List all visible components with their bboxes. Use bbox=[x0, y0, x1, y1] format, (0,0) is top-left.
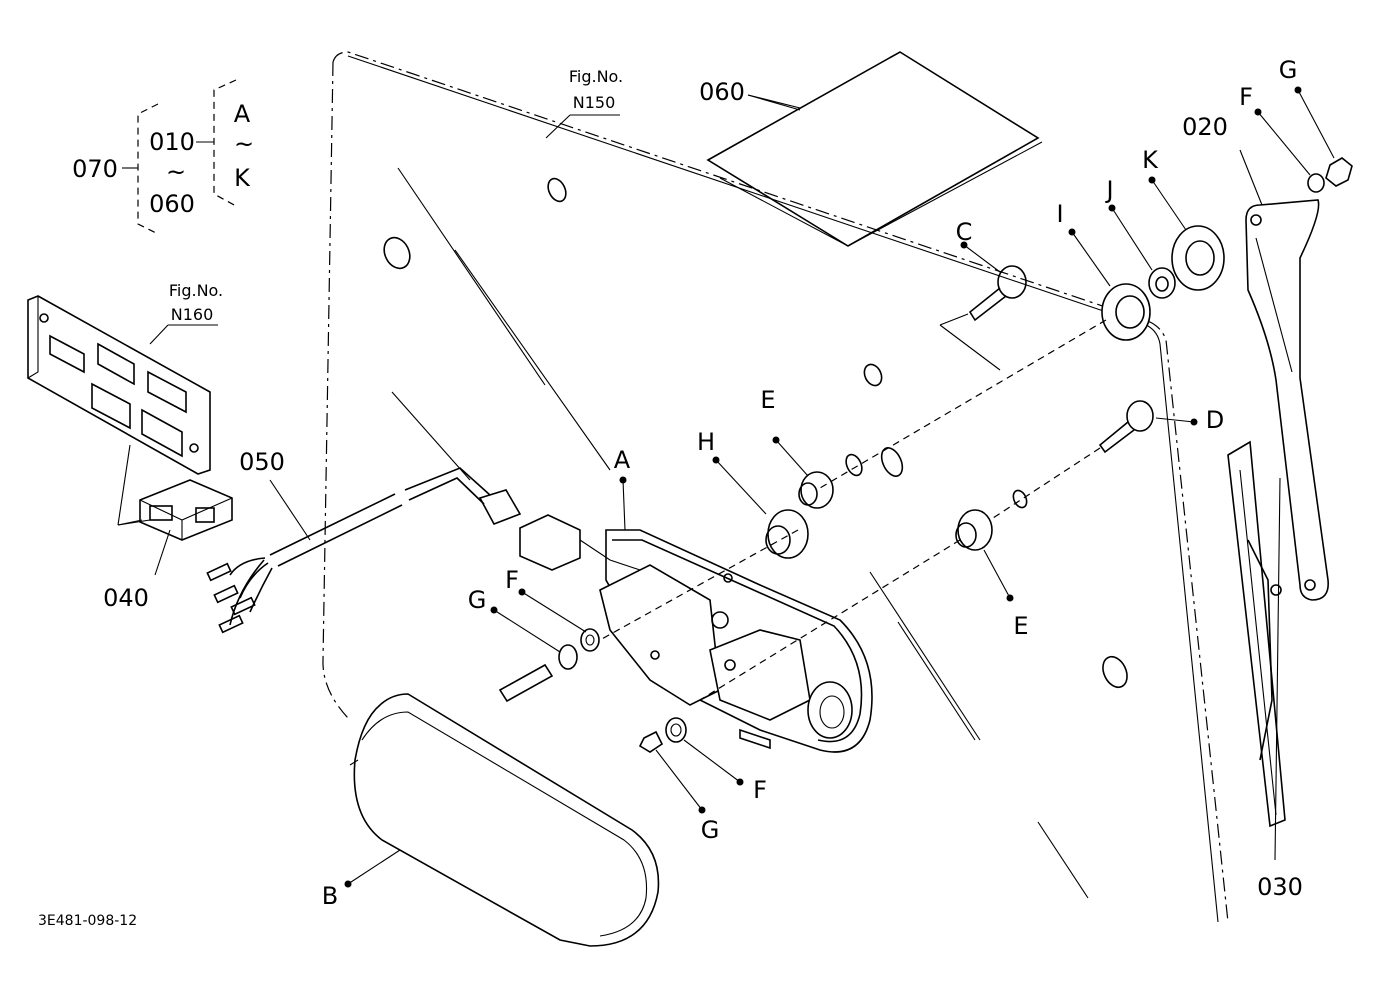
part-070-label[interactable]: 070 bbox=[72, 155, 118, 183]
part-e-label-bottom[interactable]: E bbox=[1013, 612, 1028, 640]
part-c-label[interactable]: C bbox=[956, 218, 973, 246]
small-parts bbox=[498, 628, 687, 753]
motor-cover bbox=[349, 693, 660, 947]
range-tilde-parts: ~ bbox=[166, 158, 186, 186]
leader-lines bbox=[149, 94, 1281, 861]
callout-markers bbox=[344, 86, 1335, 888]
glass-panel bbox=[322, 51, 1229, 923]
part-g-label-top[interactable]: G bbox=[1279, 56, 1298, 84]
fig-no-label-n160: Fig.No. bbox=[169, 281, 223, 300]
part-g-label-left[interactable]: G bbox=[468, 586, 487, 614]
bolts bbox=[968, 265, 1154, 454]
wiper-blade bbox=[1227, 440, 1286, 828]
rocker-switch bbox=[117, 479, 233, 541]
range-tilde-letters: ~ bbox=[234, 130, 254, 158]
grommets bbox=[765, 471, 993, 559]
part-040-label[interactable]: 040 bbox=[103, 584, 149, 612]
part-e-label-top[interactable]: E bbox=[760, 386, 775, 414]
part-k-label[interactable]: K bbox=[1142, 146, 1159, 174]
range-start-a: A bbox=[234, 100, 251, 128]
part-020-label[interactable]: 020 bbox=[1182, 113, 1228, 141]
labels: Fig.No. N150 Fig.No. N160 060 070 010 ~ … bbox=[38, 56, 1303, 929]
part-g-label-bottom[interactable]: G bbox=[701, 816, 720, 844]
fig-ref-n150[interactable]: N150 bbox=[573, 93, 616, 112]
washers bbox=[1101, 157, 1353, 341]
part-b-label[interactable]: B bbox=[322, 882, 338, 910]
wiper-arm bbox=[1245, 199, 1329, 601]
wiper-motor bbox=[599, 529, 873, 753]
part-f-label-bottom[interactable]: F bbox=[753, 776, 767, 804]
range-end-k: K bbox=[234, 164, 251, 192]
part-a-label[interactable]: A bbox=[614, 446, 631, 474]
part-d-label[interactable]: D bbox=[1206, 406, 1224, 434]
part-030-label[interactable]: 030 bbox=[1257, 873, 1303, 901]
part-i-label[interactable]: I bbox=[1056, 200, 1063, 228]
instruction-sheet bbox=[706, 51, 1043, 247]
part-j-label[interactable]: J bbox=[1104, 176, 1113, 204]
range-end-060: 060 bbox=[149, 190, 195, 218]
switch-panel bbox=[27, 295, 211, 526]
part-f-label-left[interactable]: F bbox=[505, 566, 519, 594]
assembly-legend bbox=[122, 79, 237, 235]
assembly-lines bbox=[599, 313, 1107, 701]
part-060-label[interactable]: 060 bbox=[699, 78, 745, 106]
range-start-010: 010 bbox=[149, 128, 195, 156]
part-f-label-top[interactable]: F bbox=[1239, 83, 1253, 111]
fig-ref-n160[interactable]: N160 bbox=[171, 305, 214, 324]
part-050-label[interactable]: 050 bbox=[239, 448, 285, 476]
fig-no-label-n150: Fig.No. bbox=[569, 67, 623, 86]
part-h-label[interactable]: H bbox=[697, 428, 715, 456]
wire-harness bbox=[206, 467, 641, 634]
drawing-code: 3E481-098-12 bbox=[38, 913, 137, 929]
